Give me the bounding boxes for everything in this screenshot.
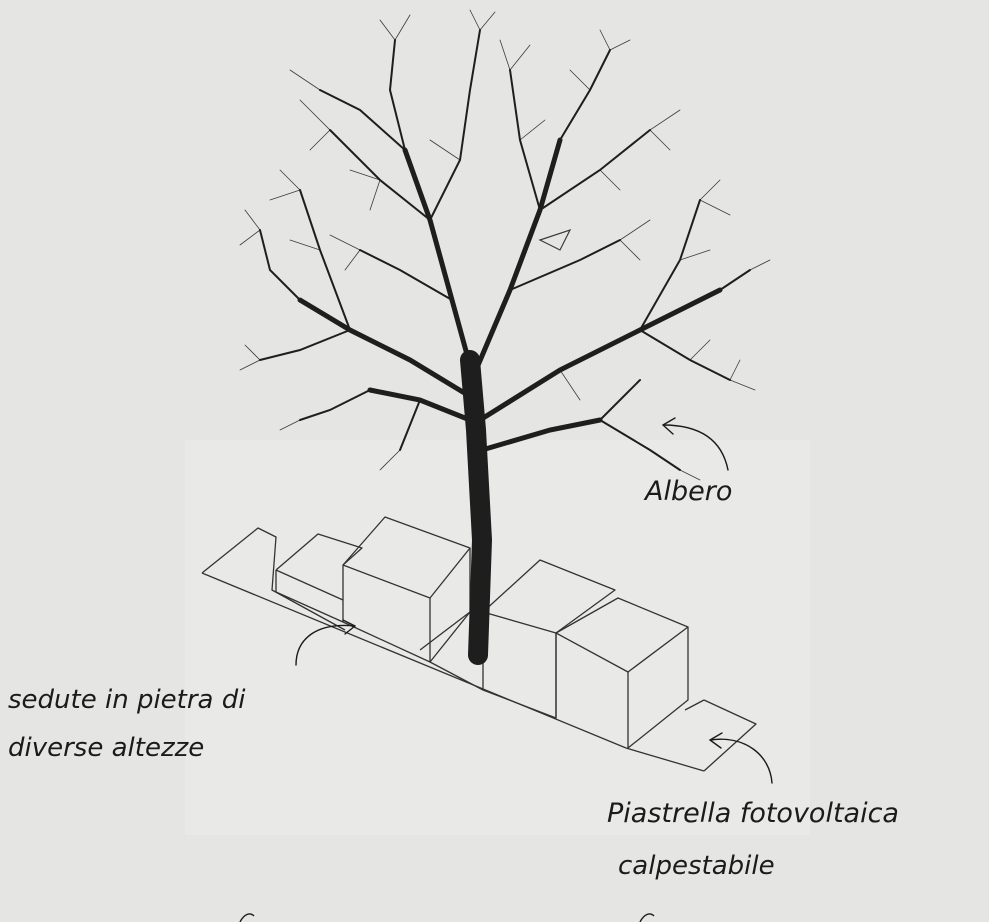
tree-twigs: [239, 9, 771, 481]
label-piastrella-line2: calpestabile: [618, 851, 775, 881]
albero-arrow: [662, 417, 729, 471]
tree-trunk: [460, 350, 493, 665]
label-sedute-line1: sedute in pietra di: [8, 685, 246, 715]
seat-block-low: [275, 533, 363, 623]
tree-drawing: [239, 9, 771, 665]
bottom-marks: [239, 913, 655, 922]
sedute-arrow: [295, 619, 356, 666]
tree-limbs: [297, 137, 723, 453]
label-sedute-line2: diverse altezze: [8, 733, 204, 763]
label-piastrella-line1: Piastrella fotovoltaica: [607, 798, 899, 829]
seat-block-front: [555, 597, 689, 749]
annotation-arrows: [295, 417, 773, 784]
label-albero: Albero: [643, 476, 732, 507]
ground-strip: [201, 527, 757, 772]
piastrella-arrow: [709, 732, 773, 784]
